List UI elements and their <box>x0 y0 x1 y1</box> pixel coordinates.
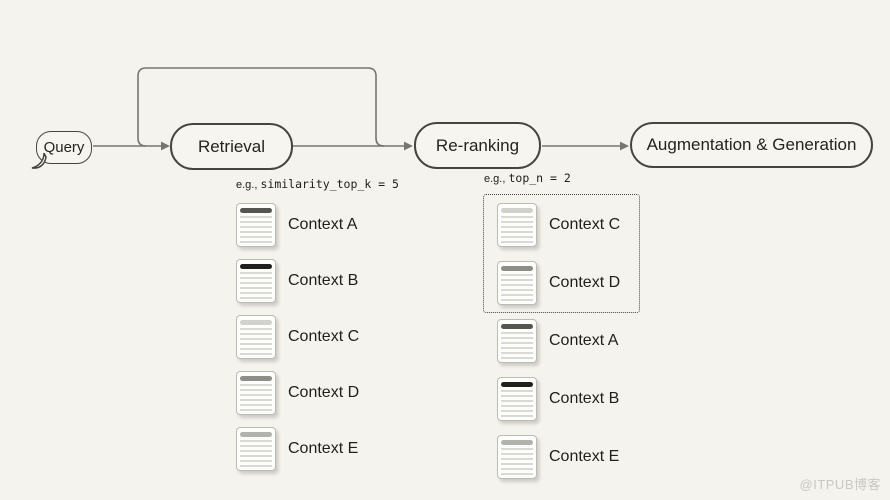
reranking-label: Re-ranking <box>435 135 520 155</box>
arrowhead-reranking <box>404 141 413 151</box>
context-label: Context E <box>288 440 359 457</box>
augmentation-generation-node: Augmentation & Generation <box>630 122 873 168</box>
context-label: Context D <box>288 384 360 401</box>
eg-prefix: e.g., <box>484 173 506 185</box>
context-item-reranked-5: Context E <box>497 435 619 479</box>
document-icon <box>497 203 537 247</box>
document-text-lines <box>501 332 533 359</box>
context-label: Context A <box>549 332 619 349</box>
query-bubble-tail <box>31 153 47 169</box>
document-icon <box>236 315 276 359</box>
watermark: @ITPUB博客 <box>799 477 881 492</box>
document-text-lines <box>240 384 272 411</box>
document-text-lines <box>240 216 272 243</box>
document-icon <box>236 427 276 471</box>
document-title-bar <box>501 440 533 445</box>
context-item-reranked-3: Context A <box>497 319 618 363</box>
context-item-reranked-4: Context B <box>497 377 619 421</box>
document-text-lines <box>240 440 272 467</box>
context-label: Context A <box>288 216 358 233</box>
document-icon <box>497 377 537 421</box>
document-text-lines <box>501 216 533 243</box>
document-icon <box>497 261 537 305</box>
query-node: Query <box>36 131 92 164</box>
reranking-param-label: e.g., top_n = 2 <box>484 171 571 185</box>
eg-prefix: e.g., <box>236 179 258 191</box>
retrieval-param-label: e.g., similarity_top_k = 5 <box>236 177 399 191</box>
context-item-reranked-2: Context D <box>497 261 620 305</box>
document-title-bar <box>501 382 533 387</box>
document-icon <box>497 319 537 363</box>
context-item-reranked-1: Context C <box>497 203 620 247</box>
document-text-lines <box>501 448 533 475</box>
augmentation-generation-label: Augmentation & Generation <box>646 135 857 154</box>
document-icon <box>236 259 276 303</box>
context-item-retrieval-3: Context C <box>236 315 359 359</box>
context-item-retrieval-1: Context A <box>236 203 357 247</box>
topn-selection-box <box>483 194 640 313</box>
arrowhead-auggen <box>620 141 629 151</box>
reranking-node: Re-ranking <box>414 122 541 169</box>
document-title-bar <box>240 264 272 269</box>
document-text-lines <box>501 274 533 301</box>
context-item-retrieval-2: Context B <box>236 259 358 303</box>
document-title-bar <box>240 376 272 381</box>
arrowhead-retrieval <box>161 141 170 151</box>
document-text-lines <box>240 272 272 299</box>
context-label: Context B <box>549 390 620 407</box>
document-title-bar <box>240 432 272 437</box>
retrieval-node: Retrieval <box>170 123 293 170</box>
similarity-top-k-code: similarity_top_k = 5 <box>260 177 399 191</box>
document-icon <box>497 435 537 479</box>
context-item-retrieval-5: Context E <box>236 427 358 471</box>
context-label: Context D <box>549 274 621 291</box>
query-label: Query <box>43 139 85 156</box>
document-icon <box>236 203 276 247</box>
retrieval-label: Retrieval <box>197 136 266 156</box>
context-label: Context E <box>549 448 620 465</box>
context-label: Context C <box>288 328 360 345</box>
top-n-code: top_n = 2 <box>508 171 571 185</box>
document-title-bar <box>240 208 272 213</box>
context-label: Context C <box>549 216 621 233</box>
document-title-bar <box>240 320 272 325</box>
document-title-bar <box>501 266 533 271</box>
context-item-retrieval-4: Context D <box>236 371 359 415</box>
document-text-lines <box>501 390 533 417</box>
document-text-lines <box>240 328 272 355</box>
document-icon <box>236 371 276 415</box>
document-title-bar <box>501 208 533 213</box>
document-title-bar <box>501 324 533 329</box>
context-label: Context B <box>288 272 359 289</box>
